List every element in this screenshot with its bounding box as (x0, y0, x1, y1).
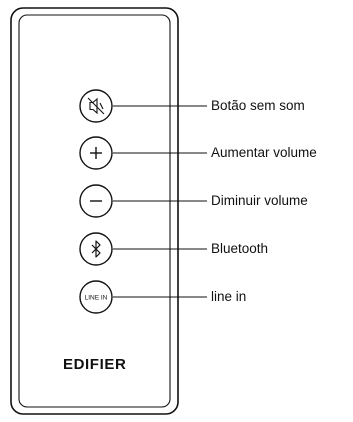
label-volume-up: Aumentar volume (211, 145, 317, 160)
mute-button[interactable] (79, 89, 113, 123)
bluetooth-button[interactable] (79, 232, 113, 266)
mute-icon (87, 97, 105, 115)
label-mute: Botão sem som (211, 98, 305, 113)
label-line-in: line in (211, 289, 247, 304)
volume-down-button[interactable] (79, 184, 113, 218)
bluetooth-icon (91, 240, 101, 258)
plus-icon (90, 147, 102, 159)
brand-logo: EDIFIER (63, 356, 127, 373)
remote-inner-edge (18, 14, 171, 408)
volume-up-button[interactable] (79, 136, 113, 170)
label-bluetooth: Bluetooth (211, 241, 269, 256)
label-volume-down: Diminuir volume (211, 193, 308, 208)
line-in-button[interactable]: LINE IN (79, 280, 113, 314)
line-in-button-text: LINE IN (85, 295, 108, 302)
